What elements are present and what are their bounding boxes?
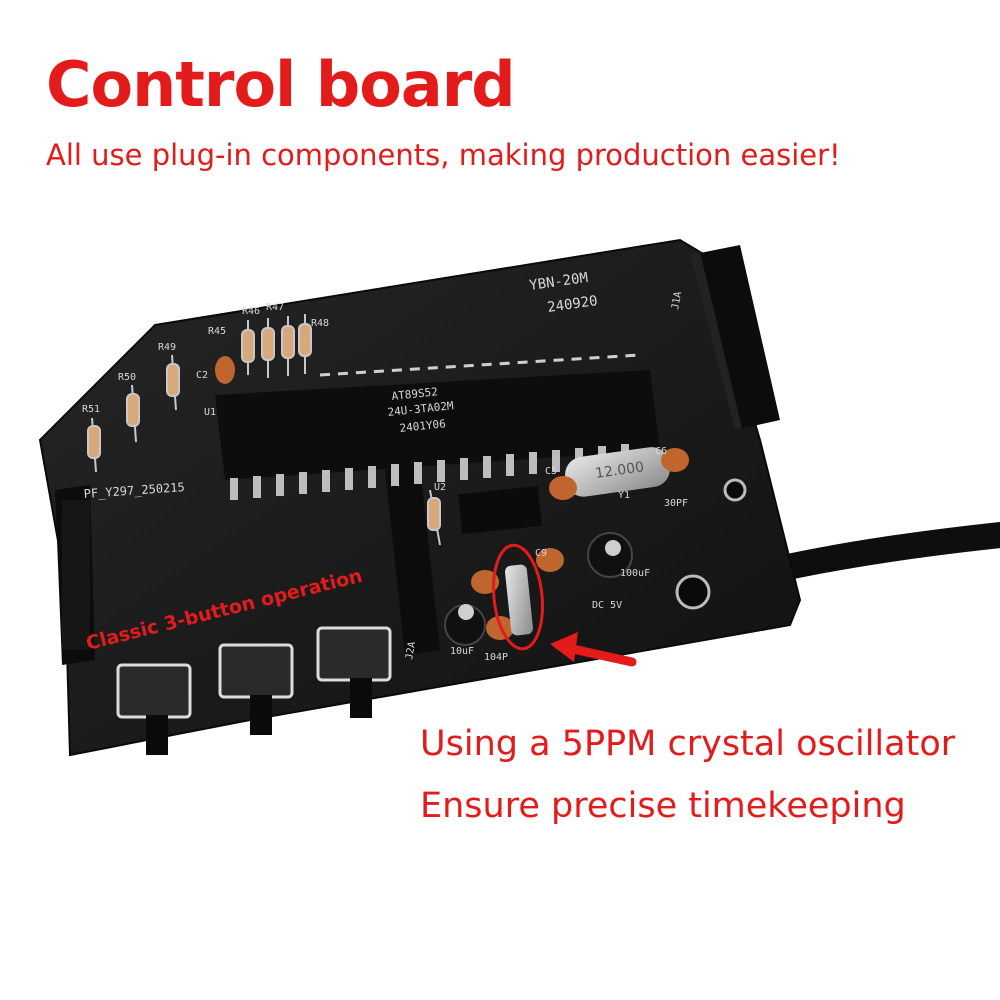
svg-text:100uF: 100uF bbox=[620, 568, 650, 579]
header-j1a bbox=[690, 245, 780, 430]
svg-text:C6: C6 bbox=[655, 446, 667, 457]
header-j2a bbox=[385, 465, 440, 655]
svg-text:J2A: J2A bbox=[404, 641, 418, 661]
svg-text:C5: C5 bbox=[545, 466, 557, 477]
svg-text:J1A: J1A bbox=[670, 291, 684, 311]
svg-text:30PF: 30PF bbox=[664, 498, 688, 509]
silk-crystal-marking: 12.000 bbox=[594, 459, 645, 482]
svg-text:R50: R50 bbox=[118, 372, 136, 383]
push-button-1 bbox=[116, 663, 192, 755]
svg-text:U1: U1 bbox=[204, 407, 216, 418]
silk-chip-line1: AT89S52 bbox=[391, 385, 438, 403]
silk-date-code: 240920 bbox=[546, 293, 598, 316]
power-jack bbox=[675, 478, 747, 610]
ceramic-capacitors bbox=[215, 356, 689, 640]
header-left bbox=[55, 485, 95, 665]
crystal-caption-line2: Ensure precise timekeeping bbox=[420, 786, 906, 826]
svg-text:DC 5V: DC 5V bbox=[592, 600, 622, 611]
svg-text:R45: R45 bbox=[208, 326, 226, 337]
svg-text:104P: 104P bbox=[484, 652, 508, 663]
resistors bbox=[87, 314, 441, 546]
crystal-caption-line1: Using a 5PPM crystal oscillator bbox=[420, 724, 956, 764]
svg-text:R48: R48 bbox=[311, 318, 329, 329]
svg-text:Y1: Y1 bbox=[618, 490, 630, 501]
svg-text:10uF: 10uF bbox=[450, 646, 474, 657]
chip-u2 bbox=[458, 485, 542, 535]
svg-text:R49: R49 bbox=[158, 342, 176, 353]
push-button-3 bbox=[316, 626, 392, 718]
svg-text:C9: C9 bbox=[535, 548, 547, 559]
svg-text:R51: R51 bbox=[82, 404, 100, 415]
push-button-2 bbox=[218, 643, 294, 735]
crystal-12mhz bbox=[565, 447, 670, 497]
svg-text:R46: R46 bbox=[242, 306, 260, 317]
page-subtitle: All use plug-in components, making produ… bbox=[46, 138, 841, 172]
silk-chip-line3: 2401Y06 bbox=[399, 417, 446, 435]
svg-text:R47: R47 bbox=[266, 302, 284, 313]
red-arrow-icon bbox=[550, 632, 637, 667]
svg-text:U2: U2 bbox=[434, 482, 446, 493]
electrolytic-capacitors bbox=[444, 532, 633, 646]
silk-labels: R45 R46 R47 R48 R49 R50 R51 C2 U1 U2 C5 … bbox=[82, 291, 688, 663]
page-title: Control board bbox=[46, 48, 516, 121]
svg-text:C2: C2 bbox=[196, 370, 208, 381]
crystal-5ppm bbox=[492, 543, 544, 651]
